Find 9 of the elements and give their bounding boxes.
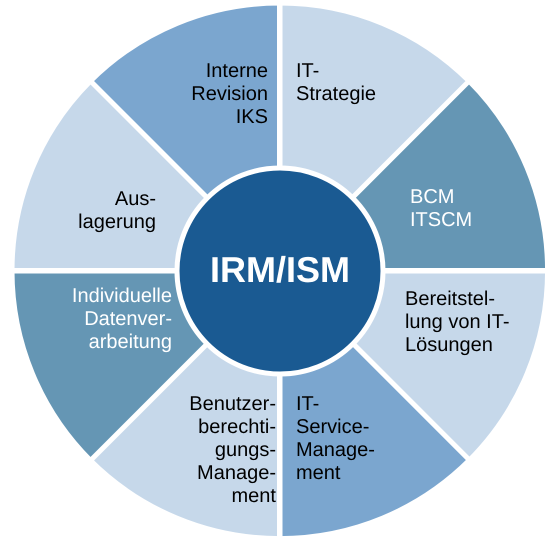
segment-label: Benutzer- berechti- gungs- Manage- ment bbox=[188, 392, 276, 508]
segment-label: Individuelle Datenver- arbeitung bbox=[70, 285, 172, 354]
segment-label: IT- Strategie bbox=[296, 60, 378, 106]
segment-label: Bereitstel- lung von IT- Lösungen bbox=[404, 288, 510, 357]
segment-label: IT- Service- Manage- ment bbox=[296, 392, 376, 485]
segment-label: Aus- lagerung bbox=[77, 188, 156, 234]
segment-label: BCM ITSCM bbox=[410, 186, 474, 232]
segment-label: Interne Revision IKS bbox=[190, 60, 268, 129]
center-title: IRM/ISM bbox=[209, 249, 351, 291]
